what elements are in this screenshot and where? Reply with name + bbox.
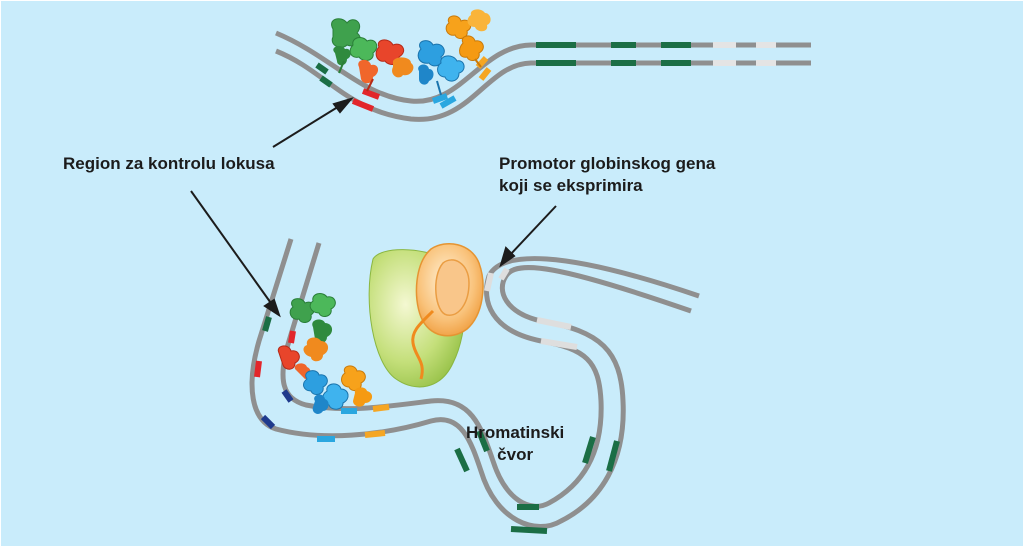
promoter-label-line-1: Promotor globinskog gena xyxy=(499,154,716,173)
red-factor-cluster xyxy=(358,39,414,92)
segment-dark-green xyxy=(606,440,620,472)
chromatin-loop-label-line-1: Hromatinski xyxy=(466,423,565,442)
bottom-dna-double-strand xyxy=(249,238,700,534)
polymerase-tail xyxy=(411,309,435,380)
top-dna-strand-lower xyxy=(275,48,811,122)
segment-blue xyxy=(439,95,457,109)
segment-orange xyxy=(478,67,492,81)
segment-blue xyxy=(431,93,449,104)
bottom-dna-strand-outer xyxy=(249,238,692,530)
red-factor-cluster xyxy=(277,337,329,379)
top-transcription-factors xyxy=(331,9,491,96)
segment-dark-green xyxy=(262,316,272,332)
segment-dark-green xyxy=(454,447,470,473)
orange-factor-cluster xyxy=(341,365,373,407)
segment-light xyxy=(484,272,494,292)
locus-control-region-label: Region za kontrolu lokusa xyxy=(63,154,275,173)
segment-dark-green xyxy=(582,436,596,464)
segment-navy xyxy=(281,389,294,403)
chromatin-loop-label-line-2: čvor xyxy=(497,445,534,464)
segment-light xyxy=(536,317,572,330)
segment-red xyxy=(288,330,296,344)
segment-green xyxy=(319,75,333,88)
promoter-label-line-2: koji se eksprimira xyxy=(499,176,643,195)
segment-dark-green xyxy=(476,429,490,453)
segment-red xyxy=(254,360,262,378)
arrow-lcr-bottom xyxy=(190,190,274,307)
blue-factor-cluster xyxy=(303,370,349,414)
blue-factor-cluster xyxy=(417,40,465,96)
bottom-transcription-factors xyxy=(277,293,373,414)
orange-factor-cluster xyxy=(445,9,491,68)
orange-factor-inner xyxy=(435,259,470,316)
segment-red xyxy=(351,98,375,112)
top-dna-strand-upper xyxy=(275,30,811,104)
segment-light xyxy=(498,267,510,281)
segment-orange xyxy=(372,404,390,412)
pointer-arrows xyxy=(190,97,557,318)
segment-green xyxy=(315,62,329,75)
segment-red xyxy=(361,88,381,100)
segment-orange xyxy=(364,430,386,438)
segment-navy xyxy=(260,414,276,430)
arrow-promoter xyxy=(508,205,557,257)
polymerase-complex xyxy=(368,242,484,388)
segment-light xyxy=(540,338,578,350)
green-factor-cluster xyxy=(331,18,378,74)
segment-dark-green xyxy=(510,526,548,534)
promoter-label: Promotor globinskog gena koji se eksprim… xyxy=(499,153,715,197)
chromatin-loop-label: Hromatinski čvor xyxy=(466,422,564,466)
arrow-lcr-top xyxy=(272,104,342,148)
green-factor-cluster xyxy=(289,293,336,344)
